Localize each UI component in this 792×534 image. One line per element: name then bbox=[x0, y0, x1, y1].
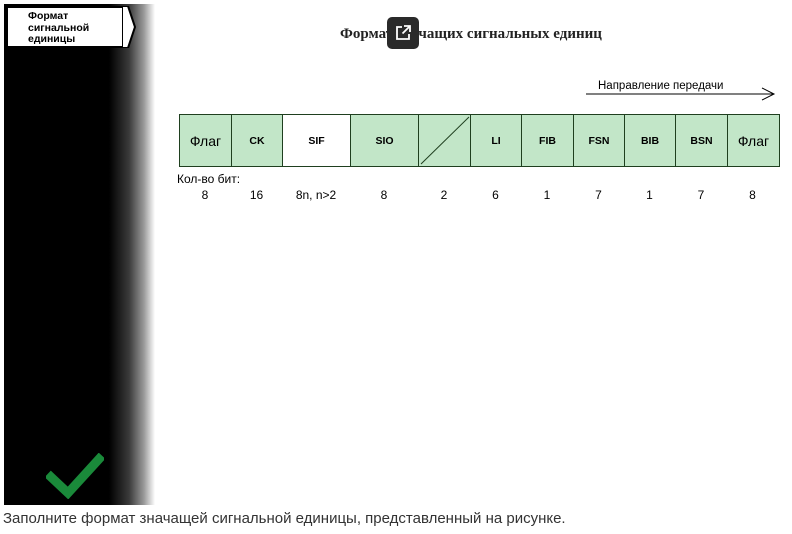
bit-count: 1 bbox=[543, 188, 551, 202]
bit-count: 7 bbox=[595, 188, 602, 202]
field-spare-diagonal bbox=[420, 116, 470, 165]
slide-title: Формат значащих сигнальных единиц bbox=[340, 26, 602, 42]
field-flag-start: Флаг bbox=[180, 115, 232, 166]
bit-count: 8 bbox=[201, 188, 209, 202]
bit-count: 8 bbox=[380, 188, 388, 202]
field-flag-end: Флаг bbox=[728, 115, 779, 166]
bit-count: 7 bbox=[697, 188, 705, 202]
field-fib: FIB bbox=[522, 115, 574, 166]
sidebar-label-arrow-icon bbox=[122, 6, 136, 48]
field-fsn: FSN bbox=[574, 115, 625, 166]
field-ck: CK bbox=[232, 115, 283, 166]
bit-count: 6 bbox=[492, 188, 499, 202]
popout-button[interactable] bbox=[387, 17, 419, 49]
sidebar-label: Формат сигнальной единицы bbox=[6, 6, 127, 48]
direction-arrow-icon bbox=[586, 87, 776, 101]
external-link-icon bbox=[396, 25, 411, 40]
field-bib: BIB bbox=[625, 115, 676, 166]
question-text: Заполните формат значащей сигнальной еди… bbox=[3, 510, 566, 527]
signal-unit-frame: Флаг CK SIF SIO LI FIB FSN BIB BSN Флаг bbox=[179, 114, 780, 167]
bit-count: 8n, n>2 bbox=[295, 188, 337, 202]
slide-image: Формат сигнальной единицы Формат значащи… bbox=[4, 4, 791, 505]
bit-count: 16 bbox=[249, 188, 264, 202]
direction-label: Направление передачи bbox=[598, 80, 724, 92]
bit-count: 1 bbox=[646, 188, 653, 202]
slide-sidebar: Формат сигнальной единицы bbox=[4, 4, 155, 505]
field-sif: SIF bbox=[283, 115, 351, 166]
field-li: LI bbox=[471, 115, 522, 166]
checkmark-icon bbox=[46, 453, 104, 499]
bit-count-row: 8 16 8n, n>2 8 2 6 1 7 1 7 8 bbox=[179, 188, 778, 202]
bit-count-title: Кол-во бит: bbox=[177, 172, 241, 186]
field-bsn: BSN bbox=[676, 115, 728, 166]
bit-count: 2 bbox=[440, 188, 448, 202]
bit-count: 8 bbox=[749, 188, 756, 202]
field-sio: SIO bbox=[351, 115, 419, 166]
field-spare bbox=[419, 115, 471, 166]
